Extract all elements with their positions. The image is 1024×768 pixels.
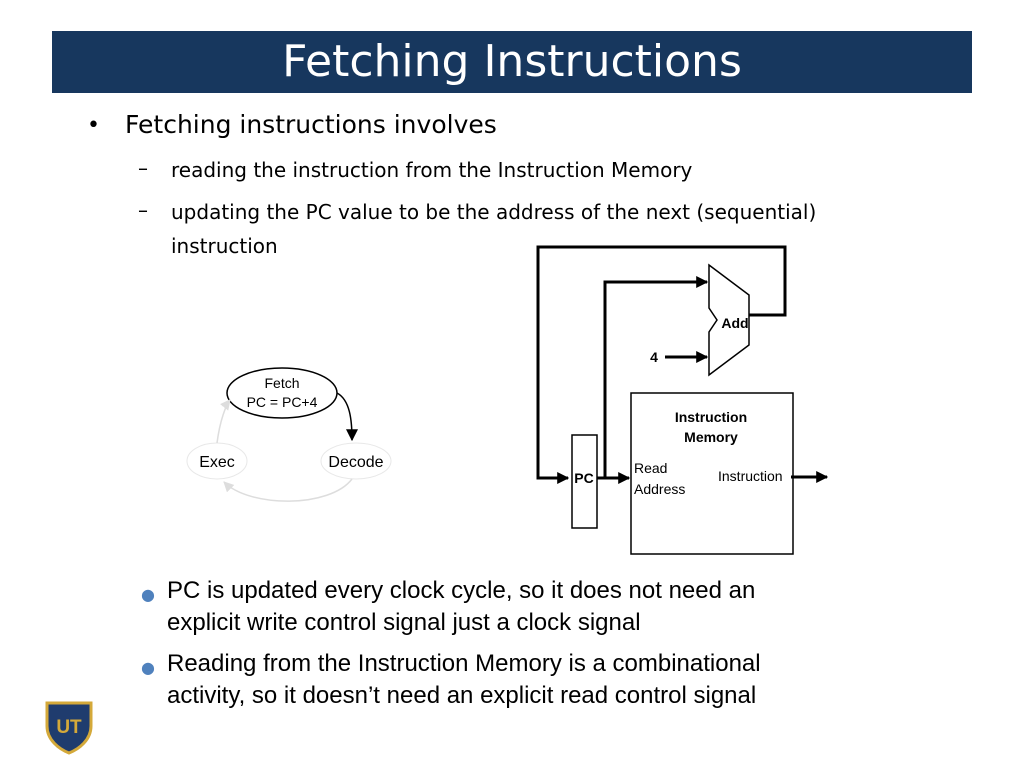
memory-title-line2: Memory: [684, 429, 738, 445]
note-1-line2: explicit write control signal just a clo…: [167, 609, 641, 636]
constant-four: 4: [650, 349, 658, 365]
decode-node: [320, 442, 392, 480]
note-2-line2: activity, so it doesn’t need an explicit…: [167, 682, 757, 709]
address-label: Address: [634, 481, 685, 497]
adder-to-pc-wire: [536, 245, 787, 484]
note-1-line1: PC is updated every clock cycle, so it d…: [167, 577, 756, 604]
datapath-diagram: Add 4 PC Instruction Memory Read Address…: [536, 245, 829, 555]
decode-label: Decode: [328, 454, 383, 471]
adder-shape: [708, 263, 750, 377]
slide-title: Fetching Instructions: [282, 36, 742, 87]
bullet-sub-2-line2: instruction: [171, 234, 278, 258]
note-marker: ●: [141, 585, 155, 604]
pc-register: [571, 434, 598, 529]
fetch-pc-label: PC = PC+4: [247, 394, 318, 410]
title-bar: Fetching Instructions: [52, 31, 972, 93]
cycle-diagram: Fetch PC = PC+4 Exec Decode: [186, 367, 392, 502]
adder-label: Add: [721, 315, 748, 331]
ut-logo: UT: [45, 701, 93, 755]
instruction-memory-block: [630, 392, 794, 555]
decode-to-exec-arrow: [223, 478, 353, 502]
logo-shield: [45, 701, 93, 755]
note-2-line1: Reading from the Instruction Memory is a…: [167, 650, 761, 677]
exec-label: Exec: [199, 454, 235, 471]
logo-text: UT: [56, 717, 82, 738]
pc-label: PC: [574, 470, 593, 486]
note-marker: ●: [141, 658, 155, 677]
bullet-main: Fetching instructions involves: [125, 110, 497, 139]
dash-marker: –: [138, 198, 148, 222]
fetch-label: Fetch: [264, 375, 299, 391]
pc-to-adder-wire: [603, 276, 709, 478]
fetch-to-decode-arrow: [336, 392, 358, 442]
bullet-marker: •: [87, 113, 100, 138]
memory-title-line1: Instruction: [675, 409, 747, 425]
bullet-sub-1: reading the instruction from the Instruc…: [171, 158, 693, 182]
exec-to-fetch-arrow: [216, 399, 231, 444]
read-label: Read: [634, 460, 667, 476]
dash-marker: –: [138, 156, 148, 180]
instruction-port-label: Instruction: [718, 468, 783, 484]
bullet-sub-2-line1: updating the PC value to be the address …: [171, 200, 817, 224]
